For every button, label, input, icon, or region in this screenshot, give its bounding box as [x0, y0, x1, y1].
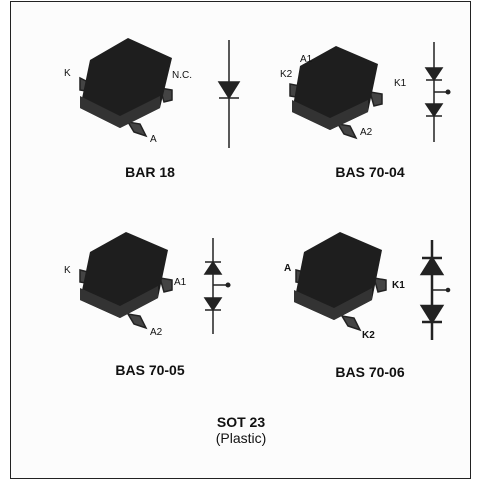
bas7006-lead-k2: [340, 314, 362, 332]
bas7005-pin-a2: A2: [150, 327, 163, 338]
package-caption: SOT 23 (Plastic): [216, 414, 267, 446]
package-name: SOT 23: [216, 414, 266, 430]
bas7004-package: [289, 46, 383, 140]
bas7006-symbol: [419, 240, 451, 340]
bas7004-pin-a1: A1: [300, 54, 313, 65]
bas7004-lead-k1: [368, 91, 383, 107]
bas7005-symbol: [203, 238, 231, 334]
device-name-bas7005: BAS 70-05: [115, 362, 185, 378]
bas7006-package: [294, 232, 387, 332]
bas7006-diode-top: [419, 255, 445, 276]
package-material: (Plastic): [215, 430, 267, 446]
bas7004-lead-a2: [336, 122, 358, 140]
bar18-package: [79, 38, 173, 138]
device-name-bas7004: BAS 70-04: [335, 164, 405, 180]
device-name-bar18: BAR 18: [125, 164, 175, 180]
bas7005-lead-a2: [126, 312, 148, 330]
bas7005-diode-bottom: [203, 297, 223, 312]
bas7004-pin-k1: K1: [394, 78, 407, 89]
bar18-pin-k: K: [64, 68, 71, 79]
bas7005-package: [79, 232, 173, 330]
bas7004-diode-top: [424, 67, 444, 82]
bas7004-diode-bottom: [424, 103, 444, 118]
bar18-lead-a: [126, 120, 148, 138]
bas7004-symbol: [424, 42, 451, 142]
bas7006-pin-k2: K2: [362, 330, 375, 341]
bas7006-pin-a: A: [284, 263, 292, 274]
bas7006-lead-k1: [372, 277, 387, 293]
bas7004-pin-k2: K2: [280, 69, 293, 80]
bar18-diode-triangle: [217, 81, 241, 100]
bas7005-pin-k: K: [64, 265, 71, 276]
bas7006-diode-bottom: [419, 304, 445, 325]
bas7004-pin-a2: A2: [360, 127, 373, 138]
bas7005-diode-top: [203, 260, 223, 275]
bas7005-lead-a1: [158, 277, 173, 293]
bar18-pin-a: A: [150, 134, 157, 145]
bas7005-pin-a1: A1: [174, 277, 187, 288]
bar18-pin-nc: N.C.: [172, 70, 192, 81]
bar18-symbol: [217, 40, 241, 148]
device-name-bas7006: BAS 70-06: [335, 364, 405, 380]
bas7006-pin-k1: K1: [392, 280, 405, 291]
